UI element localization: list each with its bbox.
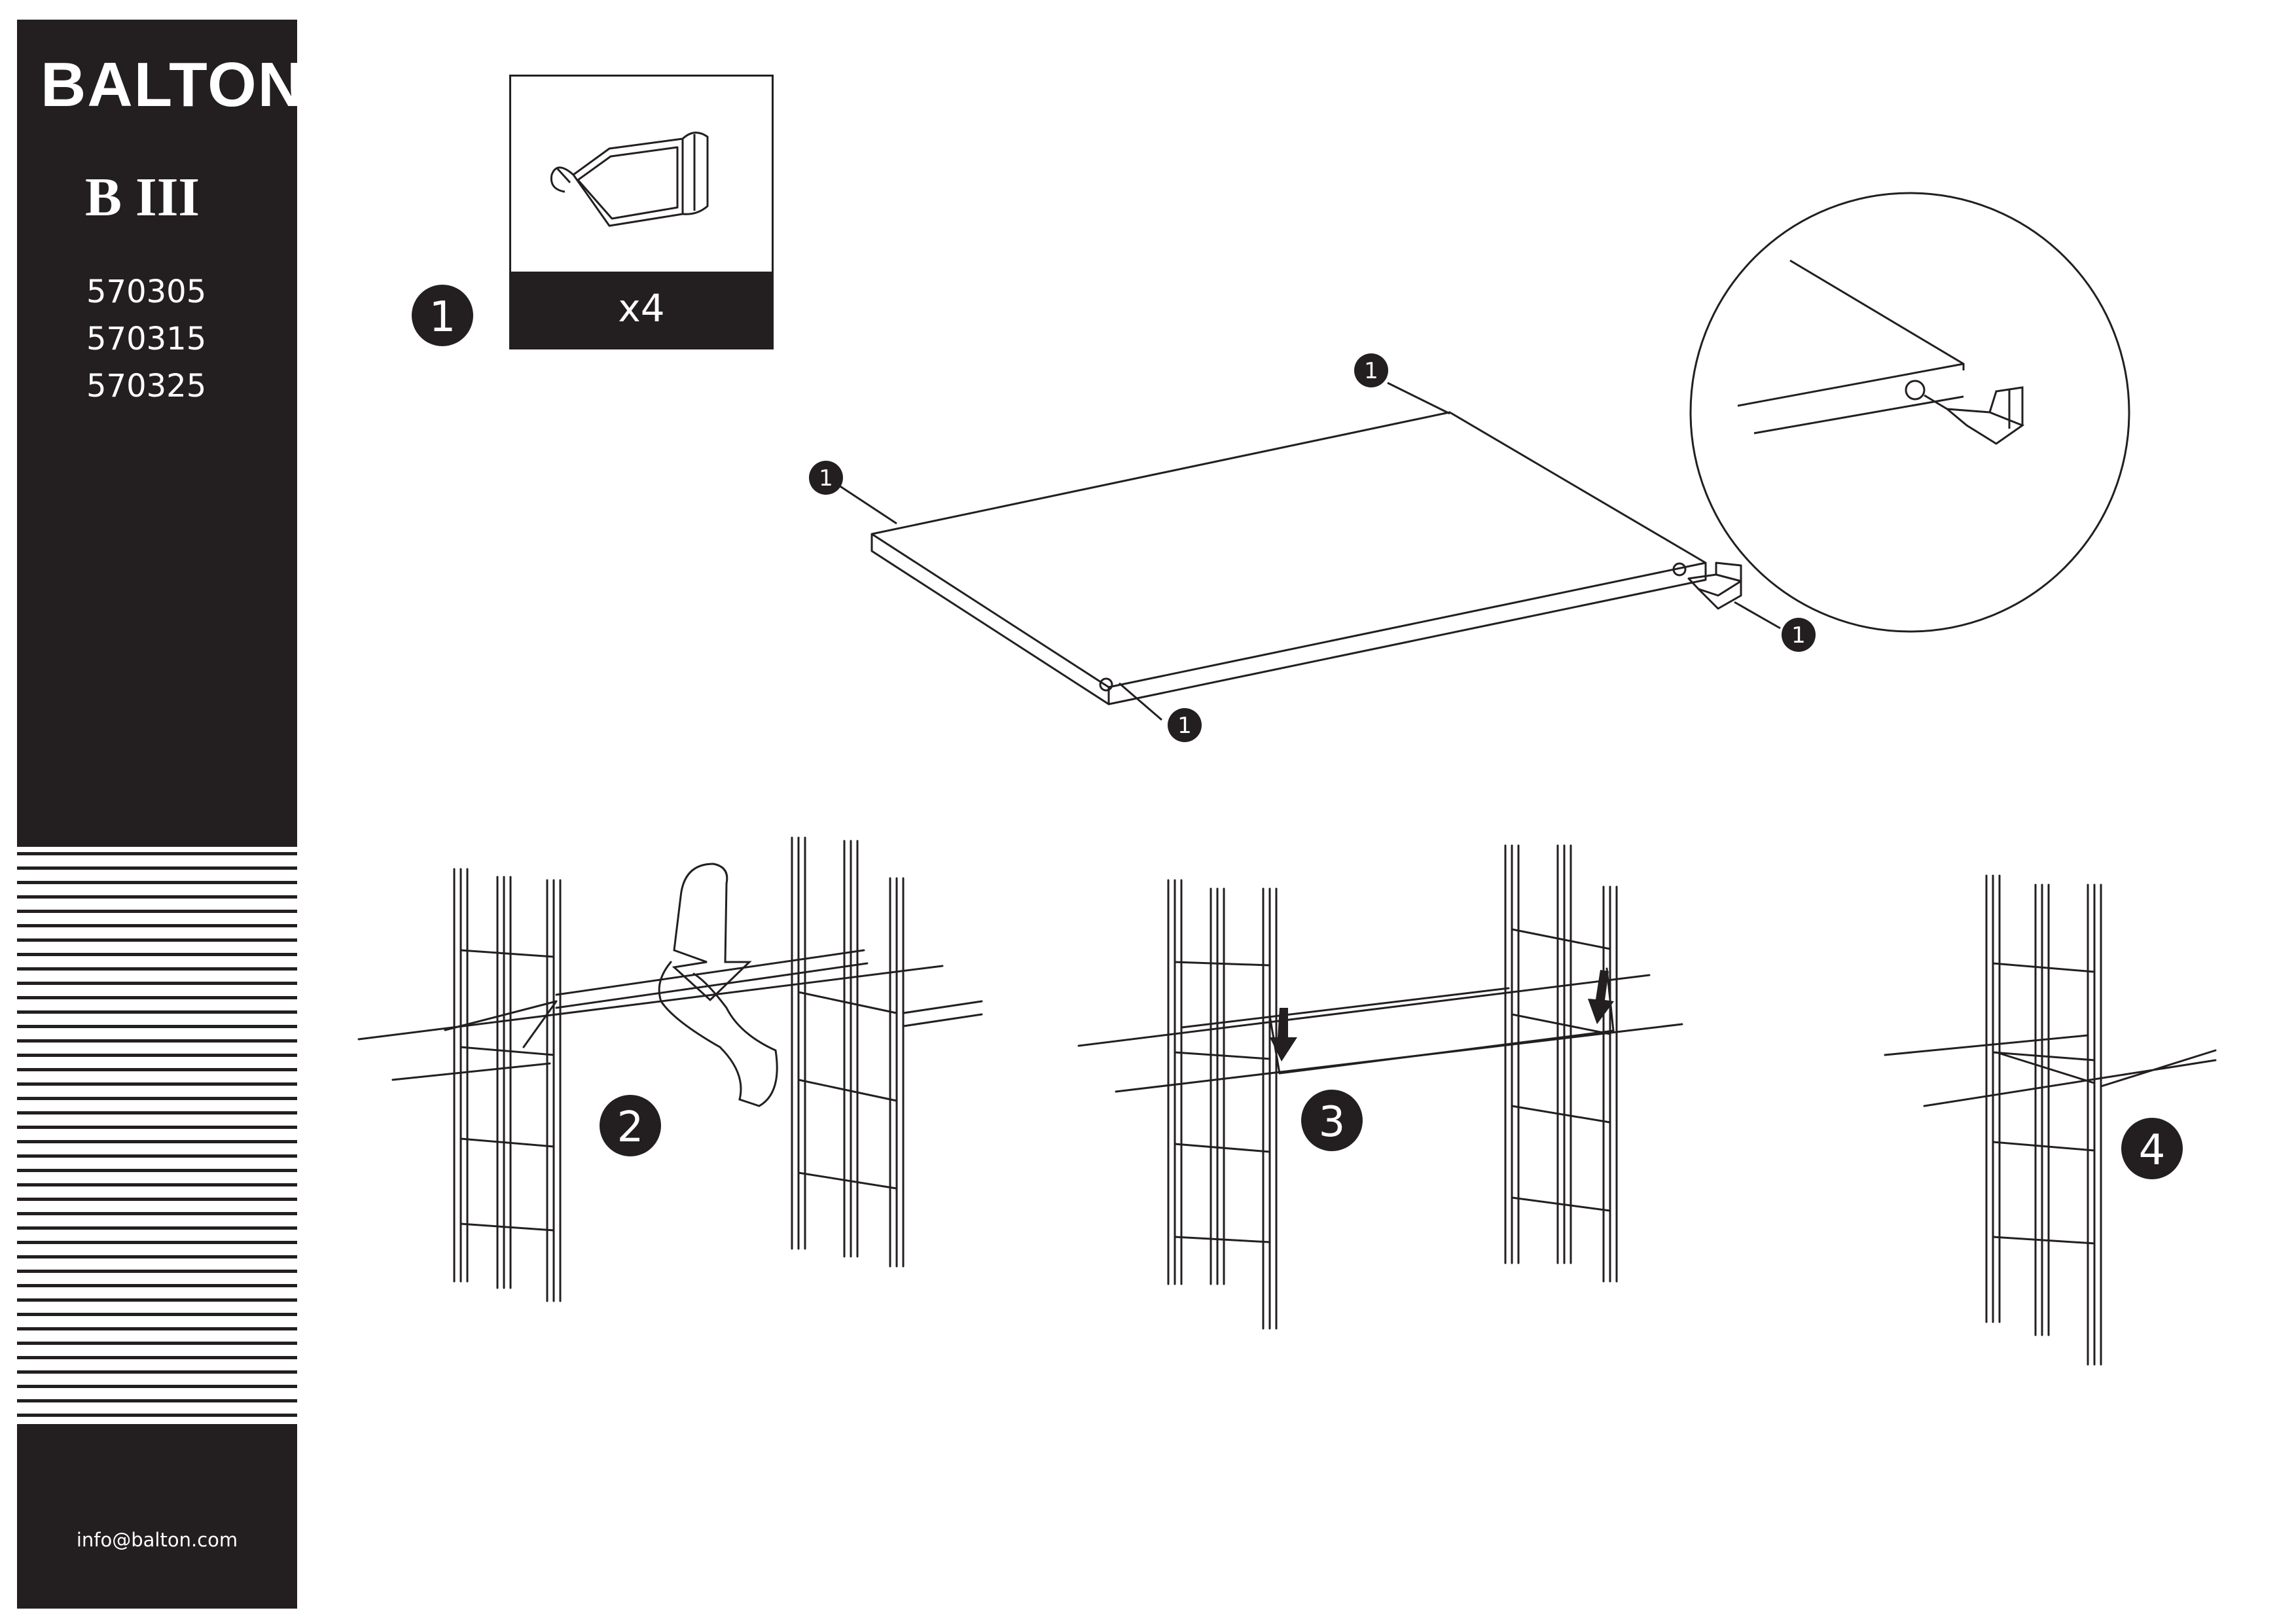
sidebar-header: BALTON® B III 570305 570315 570325	[17, 20, 317, 847]
parts-quantity: x4	[511, 272, 772, 348]
callout-bottom-right: 1	[1782, 618, 1816, 652]
step-4-number: 4	[2139, 1126, 2166, 1175]
sidebar-stripes	[17, 852, 297, 1421]
step-3-number: 3	[1319, 1098, 1346, 1147]
step-3-arrows	[1270, 970, 1614, 1061]
parts-box: x4	[509, 75, 774, 349]
step-3-badge: 3	[1301, 1090, 1363, 1151]
step-4-badge: 4	[2121, 1118, 2183, 1179]
callout-label: 1	[1791, 622, 1806, 649]
callout-bottom-left: 1	[1168, 708, 1202, 742]
step-2-drawing	[357, 836, 983, 1302]
bracket-part-drawing	[550, 132, 709, 227]
sidebar-footer: info@balton.com	[17, 1424, 297, 1609]
step-4-drawing	[1884, 874, 2217, 1366]
product-code-2: 570315	[86, 321, 207, 357]
product-code-1: 570305	[86, 274, 207, 310]
shelf-panel-drawing	[838, 382, 1781, 721]
step-2-badge: 2	[600, 1095, 661, 1156]
step-1-number: 1	[429, 293, 456, 342]
detail-magnifier	[1689, 192, 2130, 633]
callout-top-left: 1	[809, 461, 843, 495]
product-code-3: 570325	[86, 368, 207, 404]
registered-mark: ®	[304, 59, 319, 79]
callout-top-right: 1	[1354, 353, 1388, 387]
step-1-badge: 1	[412, 285, 473, 346]
contact-email: info@balton.com	[76, 1529, 238, 1551]
product-model: B III	[85, 167, 200, 228]
step-3-drawing	[1077, 844, 1683, 1330]
callout-label: 1	[1177, 713, 1192, 739]
brand-name: BALTON	[41, 50, 305, 120]
brand-logo: BALTON®	[41, 54, 317, 116]
callout-label: 1	[819, 465, 833, 491]
step-2-number: 2	[617, 1103, 644, 1152]
product-codes: 570305 570315 570325	[86, 268, 206, 410]
callout-label: 1	[1364, 358, 1378, 384]
